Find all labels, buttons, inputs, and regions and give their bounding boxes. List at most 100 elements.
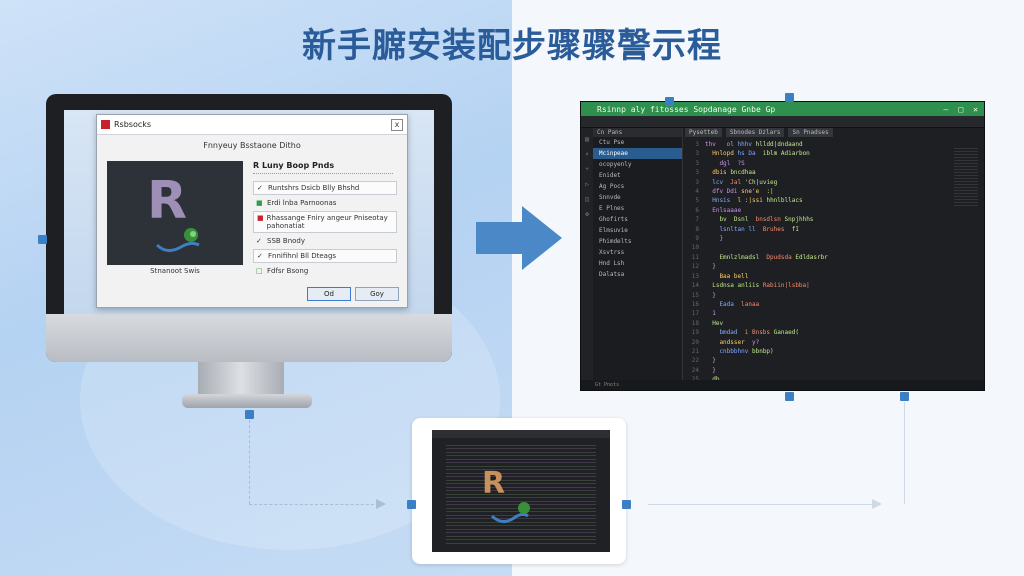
checkbox-icon[interactable]: □	[256, 267, 263, 275]
r-logo-icon	[101, 120, 110, 129]
line-number: 3	[695, 159, 699, 167]
git-icon[interactable]: ⑂	[585, 166, 589, 173]
option-label: Rhassange Fniry angeur Pniseotay pahonat…	[266, 214, 388, 230]
connector-dot	[900, 392, 909, 401]
ide-titlebar: Rsinnp aly fitosses Sopdanage Gnbe Gp — …	[581, 102, 984, 116]
cancel-button[interactable]: Goy	[355, 287, 399, 301]
explorer-item[interactable]: E Plnes	[599, 205, 625, 212]
checkbox-icon[interactable]: ✓	[256, 237, 262, 245]
options-section-title: R Luny Boop Pnds	[253, 161, 335, 170]
page-title: 新手𫟊安装配步骤骤謦示程	[302, 26, 722, 66]
connector-dot	[785, 392, 794, 401]
installer-heading: Fnnyeuy Bsstaone Ditho	[203, 141, 301, 150]
installer-titlebar: Rsbsocks x	[97, 115, 407, 135]
option-item[interactable]: ■Rhassange Fniry angeur Pniseotay pahona…	[253, 211, 397, 233]
editor-tabs: Pysetteb Sbnodes Dzlars Sn Pnadses	[685, 128, 833, 137]
line-number: 25	[685, 375, 699, 384]
explorer-item[interactable]: Ctu Pse	[599, 139, 625, 146]
installer-window-title: Rsbsocks	[114, 120, 152, 129]
line-number: 3	[695, 150, 699, 158]
minimize-icon[interactable]: —	[943, 104, 949, 114]
line-number: 17	[691, 310, 699, 318]
line-number: 8	[695, 225, 699, 233]
minimap[interactable]	[954, 148, 978, 208]
maximize-icon[interactable]: □	[958, 104, 964, 114]
line-number: 5	[695, 197, 699, 205]
connector-line	[648, 504, 874, 505]
close-icon[interactable]: x	[391, 118, 403, 131]
option-item[interactable]: ✓ Runtshrs Dsicb Blly Bhshd	[253, 181, 397, 195]
arrowhead-icon	[376, 499, 386, 509]
explorer-item[interactable]: Mcinpeae	[593, 148, 682, 159]
connector-dot	[38, 235, 47, 244]
checkbox-icon[interactable]: ■	[257, 214, 264, 222]
r-logo-icon: R	[147, 171, 188, 231]
explorer-item[interactable]: Hnd Lsh	[599, 260, 625, 267]
extensions-icon[interactable]: ◫	[585, 196, 589, 203]
line-number: 3	[695, 178, 699, 186]
cable-icon	[155, 228, 200, 252]
search-icon[interactable]: ⌕	[585, 151, 589, 158]
monitor-base	[182, 394, 312, 408]
checkbox-icon[interactable]: ■	[256, 199, 263, 207]
connector-dot	[622, 500, 631, 509]
close-icon[interactable]: ✕	[973, 104, 978, 114]
connector-dot	[785, 93, 794, 102]
preview-screen: R	[432, 430, 610, 552]
explorer-item[interactable]: Xsvtrss	[599, 249, 625, 256]
explorer-item[interactable]: Elmsuvie	[599, 227, 628, 234]
options-list: ✓ Runtshrs Dsicb Blly Bhshd ■Erdi lnba Pa…	[253, 181, 397, 279]
right-arrow-icon	[476, 206, 562, 270]
line-number: 3	[695, 169, 699, 177]
files-icon[interactable]: ▤	[585, 136, 589, 143]
line-number: 21	[691, 347, 699, 355]
splash-caption: Stnanoot Swis	[150, 267, 200, 275]
ok-button[interactable]: Od	[307, 287, 351, 301]
window-controls: — □ ✕	[944, 105, 984, 114]
connector-line	[904, 402, 905, 504]
code-editor[interactable]: thv ol hhhv hlldd|dndaand Hnlopd hs Da i…	[705, 141, 828, 390]
option-item[interactable]: ■Erdi lnba Parnoonas	[253, 197, 397, 209]
connector-dot	[407, 500, 416, 509]
option-item[interactable]: □ Fdfsr Bsong	[253, 265, 397, 277]
explorer-item[interactable]: Enidet	[599, 172, 621, 179]
explorer-item[interactable]: Snnvde	[599, 194, 621, 201]
line-number: 10	[691, 244, 699, 252]
line-number: 7	[695, 216, 699, 224]
ide-window: Rsinnp aly fitosses Sopdanage Gnbe Gp — …	[580, 101, 985, 391]
arrowhead-icon	[872, 499, 882, 509]
explorer-item[interactable]: ocopyenly	[599, 161, 632, 168]
status-bar: Gt Pnots	[581, 380, 984, 390]
explorer-item[interactable]: Phimdelts	[599, 238, 632, 245]
explorer-item[interactable]: Dalatsa	[599, 271, 625, 278]
installer-splash-image: R	[107, 161, 243, 265]
connector-dot	[665, 97, 674, 106]
monitor-chin	[46, 314, 452, 362]
explorer-item[interactable]: Ag Pocs	[599, 183, 625, 190]
tab-editor-3[interactable]: Sn Pnadses	[788, 128, 833, 137]
line-number: 20	[691, 338, 699, 346]
line-number: 13	[691, 272, 699, 280]
option-label: Fnnifihnl Bll Dteags	[268, 252, 337, 260]
activity-bar: ▤ ⌕ ⑂ ▷ ◫ ⚙	[581, 128, 593, 390]
line-number: 12	[691, 263, 699, 271]
explorer-title: Cn Pans	[593, 128, 682, 137]
option-item[interactable]: ✓ Fnnifihnl Bll Dteags	[253, 249, 397, 263]
option-label: Runtshrs Dsicb Blly Bhshd	[268, 184, 360, 192]
checkbox-icon[interactable]: ✓	[257, 184, 263, 192]
checkbox-icon[interactable]: ✓	[257, 252, 263, 260]
ide-toolbar	[581, 116, 984, 128]
explorer-item[interactable]: Ghofirts	[599, 216, 628, 223]
line-number: 24	[691, 366, 699, 374]
r-logo-icon: R	[482, 466, 506, 501]
debug-icon[interactable]: ▷	[585, 181, 589, 188]
installer-dialog: Rsbsocks x Fnnyeuy Bsstaone Ditho R Stna…	[96, 114, 408, 308]
preview-card: R	[412, 418, 626, 564]
settings-icon[interactable]: ⚙	[585, 211, 589, 218]
option-item[interactable]: ✓SSB Bnody	[253, 235, 397, 247]
option-label: Fdfsr Bsong	[267, 267, 309, 275]
preview-code	[446, 442, 596, 546]
tab-editor-2[interactable]: Sbnodes Dzlars	[725, 128, 785, 137]
tab-editor-1[interactable]: Pysetteb	[685, 128, 722, 137]
monitor-stand	[198, 362, 284, 396]
